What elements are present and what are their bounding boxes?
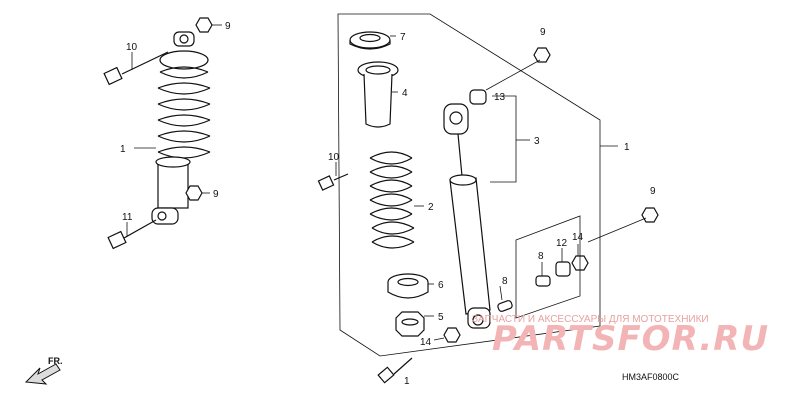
callout-10-middle: 10 [328,152,340,163]
bushing-12 [555,261,571,277]
callout-8-kit: 8 [538,251,544,262]
nut-9-mid-left [185,185,203,201]
front-direction-arrow: FR. [24,356,63,385]
watermark: ЗАПЧАСТИ И АКСЕССУАРЫ ДЛЯ МОТОТЕХНИКИ PA… [472,314,769,359]
nut-9-right [641,207,659,223]
callout-2: 2 [428,202,434,213]
damper-body [449,177,491,315]
callout-14-bottom: 14 [420,337,432,348]
bolt-1-bottom [377,357,413,384]
callout-9-midleft: 9 [213,189,219,200]
nut-9-top-right [533,47,551,63]
kit-outline [515,215,581,319]
callout-3: 3 [534,136,540,147]
part-2-spring [369,151,415,249]
shock-top-eye [173,31,195,47]
callout-1-right: 1 [624,142,630,153]
assembled-spring [157,66,211,159]
callout-10-left: 10 [126,42,138,53]
diagram-code: HM3AF0800C [622,372,680,382]
damper-assembly [337,13,659,357]
callout-6: 6 [438,280,444,291]
shock-bottom-eye [151,207,179,225]
nut-9-top-left [195,17,213,33]
nut-14-bottom [443,327,461,343]
exploded-parts [317,31,461,384]
assembled-shock [103,17,222,250]
part-5-adjuster [395,311,425,337]
callout-11-left: 11 [122,212,133,223]
callout-8-lower: 8 [502,276,508,287]
callout-9-topleft: 9 [225,21,231,32]
watermark-caption: ЗАПЧАСТИ И АКСЕССУАРЫ ДЛЯ МОТОТЕХНИКИ [472,314,709,325]
callout-12: 12 [556,238,568,249]
bushing-13 [469,89,487,105]
part-4-boot [357,61,399,128]
bolt-11-left [107,219,157,250]
callout-13: 13 [494,92,506,103]
callout-4: 4 [402,88,408,99]
callout-14-kit: 14 [572,232,584,243]
part-6-seat [387,273,429,299]
assembly-outline [337,13,601,357]
fr-label: FR. [48,356,63,366]
bolt-10-left [103,51,169,86]
callout-1-bottom: 1 [404,376,410,387]
callout-1-left: 1 [120,144,126,155]
callout-9-right: 9 [650,186,656,197]
collar-8-lower [497,300,513,312]
collar-8 [535,275,551,287]
bolt-10-middle [317,173,349,191]
callout-9-topright: 9 [540,27,546,38]
callout-7: 7 [400,32,406,43]
part-7-cap [349,31,391,50]
callout-5: 5 [438,312,444,323]
watermark-logo: PARTSFOR.RU [492,319,769,359]
arrow-icon [24,363,61,385]
bushing-kit [535,255,589,287]
damper-top-eye [443,103,469,135]
